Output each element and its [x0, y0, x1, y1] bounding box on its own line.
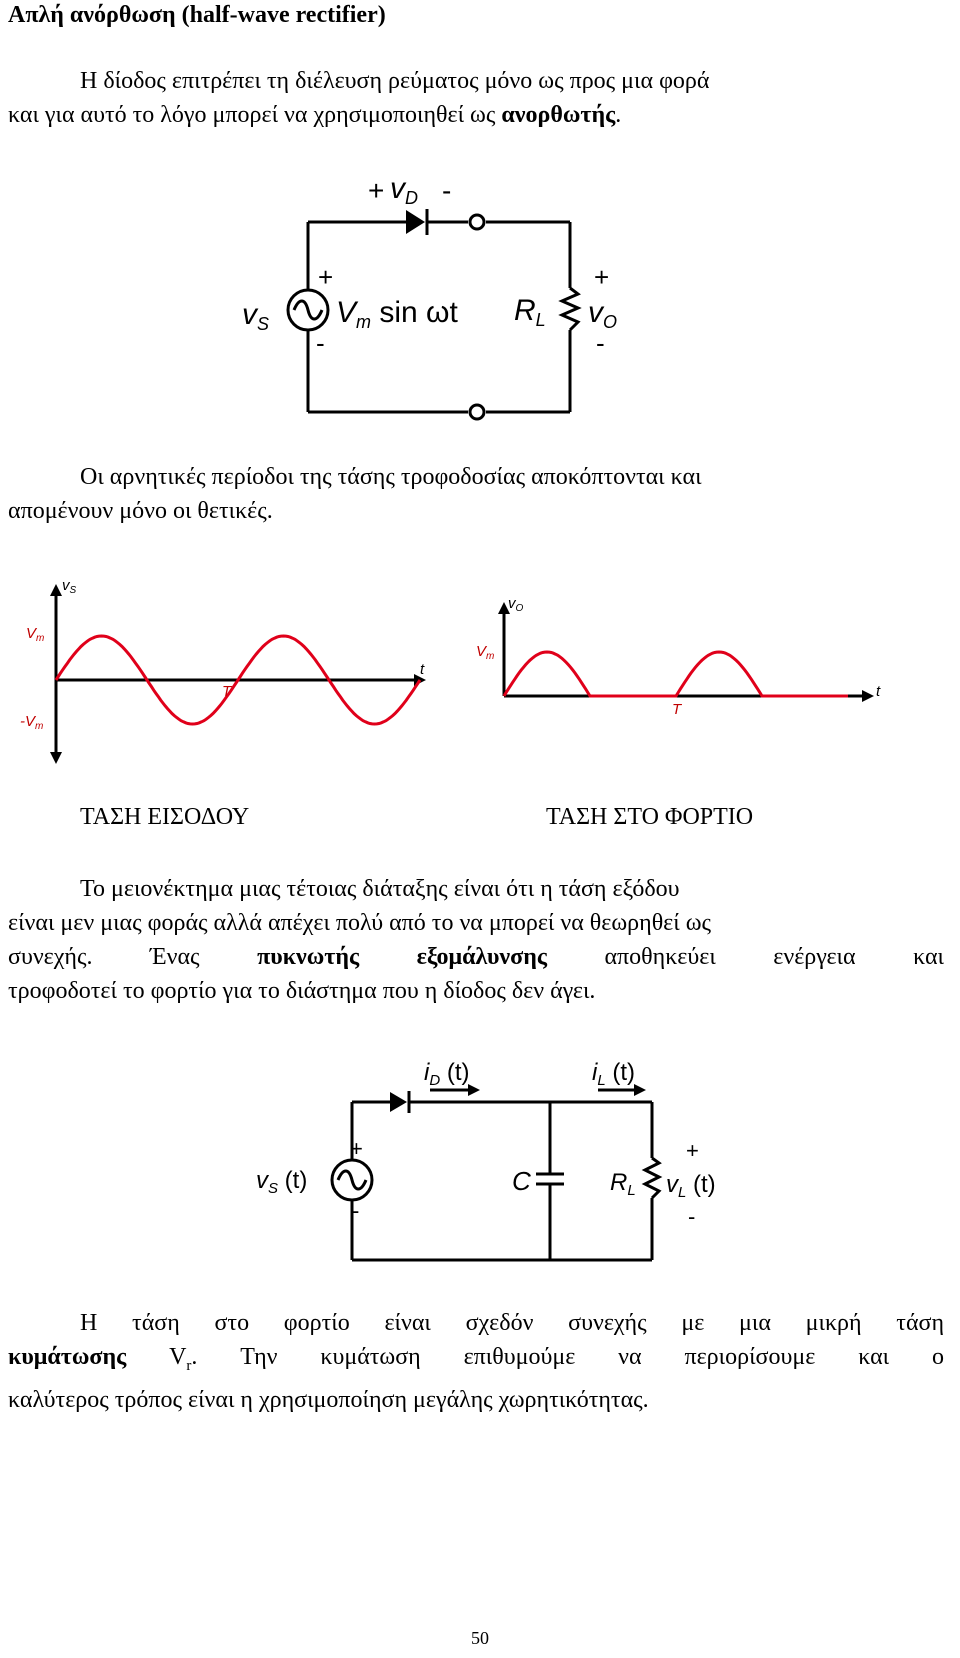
capacitor-label: C	[512, 1166, 531, 1196]
vd-plus: +	[368, 175, 384, 206]
load-resistor-label-2: RL	[610, 1169, 636, 1199]
diode-symbol	[406, 209, 429, 235]
page-title: Απλή ανόρθωση (half-wave rectifier)	[8, 2, 386, 28]
vo-plus: +	[594, 262, 609, 292]
ripple-symbol: V	[126, 1344, 187, 1370]
input-voltage-caption: ΤΑΣΗ ΕΙΣΟΔΟΥ	[80, 804, 250, 830]
smoothing-capacitor-term: πυκνωτής εξομάλυνσης	[257, 944, 547, 970]
source-plus: +	[318, 262, 333, 292]
input-y-arrow-down	[50, 752, 62, 764]
vd-minus: -	[442, 175, 451, 206]
third-paragraph: Το μειονέκτημα μιας τέτοιας διάταξης είν…	[8, 872, 944, 1008]
smoothing-capacitor-circuit: iD (t) iL (t) + - vS (t) C RL + vL (t) -	[256, 1059, 716, 1262]
vd-label: vD	[390, 172, 418, 208]
diode-symbol-2	[390, 1091, 411, 1113]
third-line-2: είναι μεν μιας φοράς αλλά απέχει πολύ απ…	[8, 910, 712, 936]
intro-line-2: και για αυτό το λόγο μπορεί να χρησιμοπο…	[8, 98, 944, 132]
load-voltage-plus: +	[686, 1138, 699, 1163]
intro-paragraph: Η δίοδος επιτρέπει τη διέλευση ρεύματος …	[8, 64, 944, 132]
page-number: 50	[471, 1628, 489, 1648]
fourth-paragraph: Η τάση στο φορτίο είναι σχεδόν συνεχής μ…	[8, 1306, 944, 1417]
third-line-3: συνεχής. Ένας πυκνωτής εξομάλυνσης αποθη…	[8, 940, 944, 974]
output-vm-tick: Vm	[476, 643, 494, 662]
output-y-arrow	[498, 602, 510, 614]
output-x-arrow	[862, 690, 874, 702]
load-voltage-minus: -	[688, 1204, 695, 1229]
input-period-label: T	[222, 683, 233, 700]
intro-line-1: Η δίοδος επιτρέπει τη διέλευση ρεύματος …	[80, 68, 710, 94]
source-expression: Vm sin ωt	[336, 296, 458, 332]
input-sine-curve	[54, 634, 422, 726]
input-neg-vm-tick: -Vm	[20, 713, 43, 732]
output-rectified-curve	[502, 650, 848, 698]
source-voltage-label: vS (t)	[256, 1167, 307, 1197]
diode-current-label: iD (t)	[424, 1059, 470, 1089]
third-line-1: Το μειονέκτημα μιας τέτοιας διάταξης είν…	[80, 876, 680, 902]
intro-period: .	[615, 102, 622, 128]
second-line-1: Οι αρνητικές περίοδοι της τάσης τροφοδοσ…	[80, 464, 702, 490]
intro-text: και για αυτό το λόγο μπορεί να χρησιμοπο…	[8, 102, 502, 128]
third-text-a: συνεχής. Ένας	[8, 944, 258, 970]
vo-label: vO	[588, 296, 617, 332]
fourth-line-3: καλύτερος τρόπος είναι η χρησιμοποίηση μ…	[8, 1386, 649, 1413]
ripple-term: κυμάτωσης	[8, 1344, 127, 1370]
rectifier-term: ανορθωτής	[501, 102, 616, 128]
third-text-c: αποθηκεύει ενέργεια και	[546, 944, 945, 970]
load-voltage-label: vL (t)	[666, 1171, 716, 1201]
vs-label: vS	[242, 298, 269, 334]
input-x-label: t	[420, 661, 425, 678]
input-voltage-waveform: vS Vm -Vm t T	[20, 577, 426, 764]
output-y-label: vO	[508, 595, 524, 614]
input-vm-tick: Vm	[26, 625, 44, 644]
source-minus: -	[316, 328, 325, 358]
fourth-text: . Την κυμάτωση επιθυμούμε να περιορίσουμ…	[191, 1344, 944, 1370]
second-line-2: απομένουν μόνο οι θετικές.	[8, 498, 273, 524]
load-current-label: iL (t)	[592, 1059, 635, 1089]
second-paragraph: Οι αρνητικές περίοδοι της τάσης τροφοδοσ…	[8, 460, 944, 528]
input-y-label: vS	[62, 577, 77, 596]
fourth-line-2: κυμάτωσης Vr. Την κυμάτωση επιθυμούμε να…	[8, 1340, 944, 1383]
third-line-4: τροφοδοτεί το φορτίο για το διάστημα που…	[8, 978, 596, 1004]
vo-minus: -	[596, 328, 605, 358]
load-voltage-waveform: vO Vm t T	[476, 595, 881, 718]
fourth-line-1: Η τάση στο φορτίο είναι σχεδόν συνεχής μ…	[80, 1310, 944, 1336]
output-period-label: T	[672, 701, 683, 718]
half-wave-rectifier-circuit: + vD - vS + - Vm sin ωt RL + vO -	[242, 172, 617, 421]
load-resistor-label: RL	[514, 294, 546, 330]
output-x-label: t	[876, 683, 881, 700]
input-y-arrow-up	[50, 584, 62, 596]
source-plus-2: +	[350, 1136, 363, 1161]
source-minus-2: -	[352, 1198, 359, 1223]
load-voltage-caption: ΤΑΣΗ ΣΤΟ ΦΟΡΤΙΟ	[546, 804, 754, 830]
ripple-subscript: r	[186, 1357, 192, 1374]
